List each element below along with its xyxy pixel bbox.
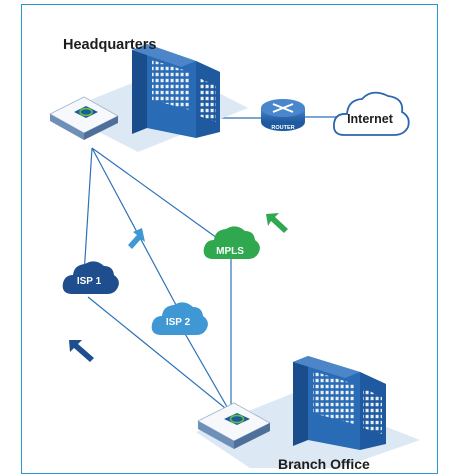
mpls-cloud-icon[interactable]: MPLS [203, 226, 260, 259]
internet-cloud-icon[interactable]: Internet [333, 91, 410, 136]
sangfor-appliance-icon [74, 106, 98, 118]
arrow-isp1-upward-icon [69, 340, 94, 362]
isp2-label: ISP 2 [166, 317, 191, 328]
mpls-label: MPLS [216, 246, 244, 257]
arrow-mpls-upward-icon [266, 213, 288, 233]
sangfor-appliance-icon [224, 413, 250, 425]
arrow-isp2-upward-icon [128, 228, 145, 249]
network-links [83, 116, 340, 413]
router-icon[interactable]: ROUTER [261, 99, 305, 131]
hq-building-icon [132, 44, 220, 138]
isp1-label: ISP 1 [77, 276, 102, 287]
link-hq-isp2 [91, 147, 177, 306]
branch-building-icon [293, 356, 386, 450]
branch-appliance [197, 402, 271, 449]
isp2-cloud-icon[interactable]: ISP 2 [151, 302, 208, 335]
branch-office-label: Branch Office [278, 456, 370, 472]
hq-appliance [49, 96, 119, 140]
link-isp1-branch [87, 296, 231, 413]
link-hq-mpls [91, 147, 225, 244]
internet-label: Internet [347, 112, 394, 126]
router-label: ROUTER [271, 125, 294, 131]
headquarters-label: Headquarters [63, 37, 157, 53]
isp1-cloud-icon[interactable]: ISP 1 [62, 261, 119, 294]
link-hq-isp1 [83, 147, 93, 276]
